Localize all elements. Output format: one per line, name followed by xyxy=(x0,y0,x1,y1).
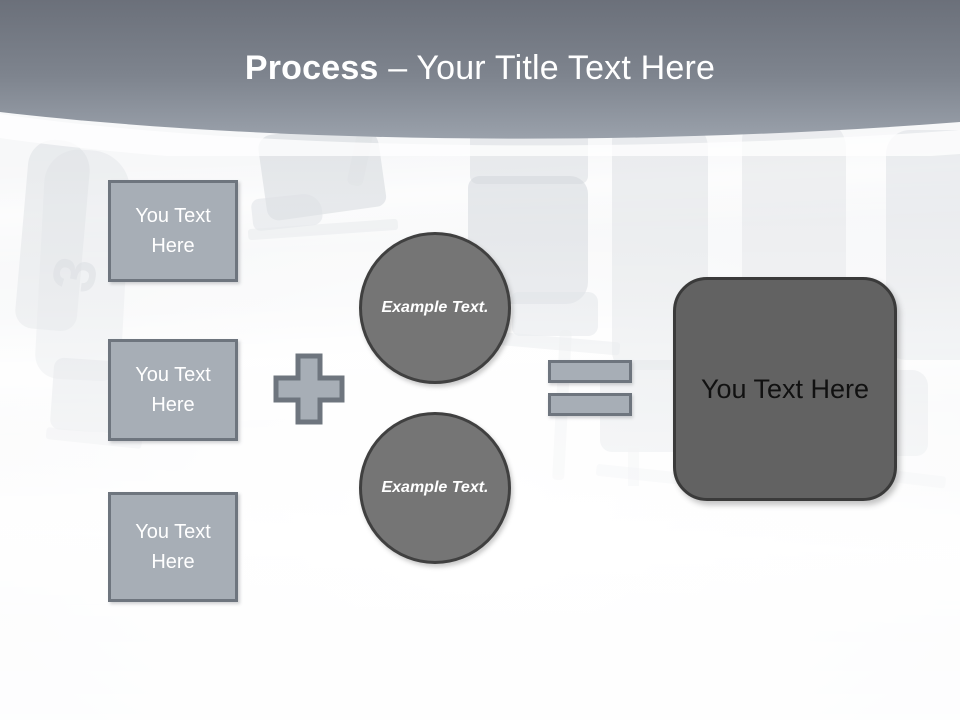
plus-icon xyxy=(272,352,346,426)
input-box-1-line2: Here xyxy=(151,235,195,257)
input-box-2-line2: Here xyxy=(151,394,195,416)
example-circle-bottom[interactable]: Example Text. xyxy=(359,412,511,564)
equals-icon xyxy=(548,360,632,416)
example-circle-top[interactable]: Example Text. xyxy=(359,232,511,384)
example-circle-top-line1: Example xyxy=(381,299,448,316)
example-circle-bottom-line2: Text. xyxy=(451,479,489,496)
example-circle-bottom-line1: Example xyxy=(381,479,448,496)
equals-bar-top xyxy=(548,360,632,383)
result-box-label: You Text Here xyxy=(700,373,870,404)
equals-bar-bottom xyxy=(548,393,632,416)
page-title-bold: Process xyxy=(244,49,379,87)
result-box[interactable]: You Text Here xyxy=(673,277,897,501)
page-title: Process – Your Title Text Here xyxy=(0,48,960,88)
page-title-rest: – Your Title Text Here xyxy=(378,49,716,87)
header-curve-highlight xyxy=(0,96,960,156)
input-box-1[interactable]: You Text Here xyxy=(108,180,238,282)
example-circle-top-line2: Text. xyxy=(451,299,489,316)
input-box-2[interactable]: You Text Here xyxy=(108,339,238,441)
input-box-1-line1: You Text xyxy=(135,205,211,227)
input-box-3[interactable]: You Text Here xyxy=(108,492,238,602)
input-box-3-line2: Here xyxy=(151,551,195,573)
title-band: Process – Your Title Text Here xyxy=(0,0,960,150)
input-box-2-line1: You Text xyxy=(135,364,211,386)
input-box-3-line1: You Text xyxy=(135,521,211,543)
